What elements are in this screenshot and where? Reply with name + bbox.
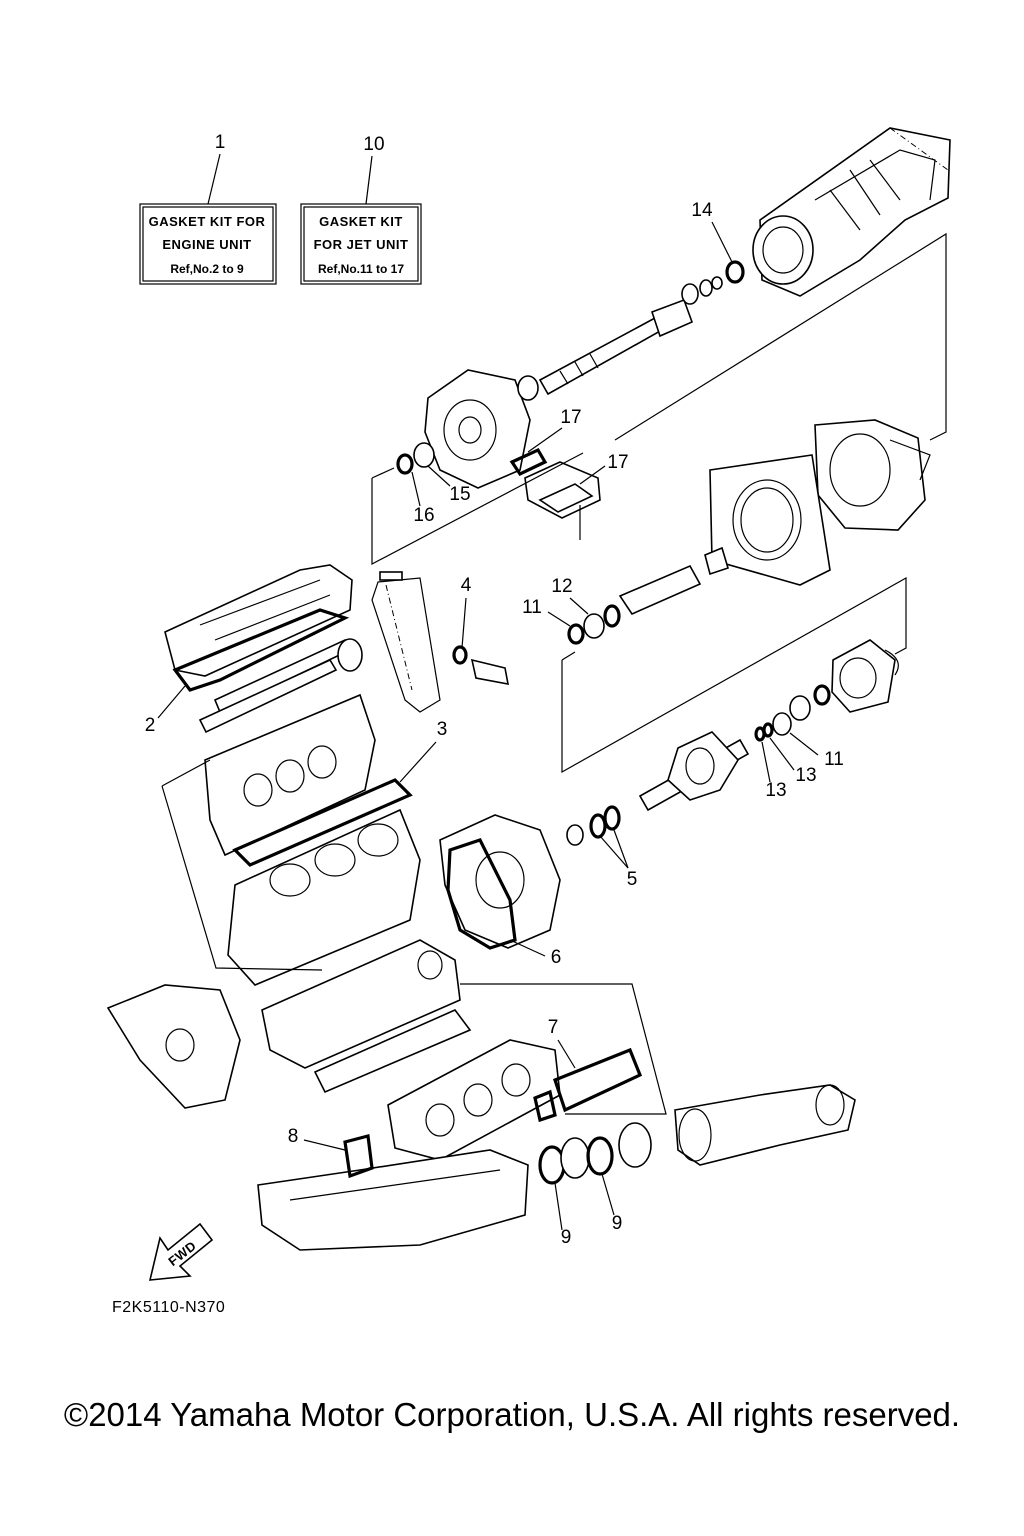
callout-5[interactable]: 5 [627, 869, 638, 890]
callout-10[interactable]: 10 [363, 134, 384, 155]
bearing-15 [413, 442, 435, 468]
callout-11a[interactable]: 11 [522, 597, 542, 618]
callout-15[interactable]: 15 [449, 484, 470, 505]
cylinder-head [204, 693, 376, 857]
crankcase-lower [261, 939, 472, 1094]
exhaust-pipe [257, 1149, 529, 1251]
cam-chain [371, 571, 441, 713]
intake-grate-plate [524, 461, 601, 540]
impeller-shaft [538, 276, 723, 396]
bearing-housing [831, 639, 896, 713]
seal-5a [566, 824, 584, 846]
o-ring-13b [754, 726, 766, 742]
callout-11b[interactable]: 11 [824, 749, 844, 770]
valve-cover [164, 564, 353, 677]
seal-5c [603, 805, 621, 831]
oil-seal-16 [396, 453, 414, 475]
callout-4[interactable]: 4 [461, 575, 472, 596]
muffler-hose [674, 1084, 856, 1166]
drive-coupling-shaft [638, 731, 750, 812]
manifold-gasket-7 [533, 1047, 643, 1123]
side-cover [106, 984, 241, 1109]
callout-16[interactable]: 16 [413, 505, 434, 526]
kit-engine-line-2: ENGINE UNIT [162, 237, 251, 252]
cover-gasket-6 [446, 838, 517, 950]
oil-seal-11b-ring [813, 684, 831, 706]
callout-13b[interactable]: 13 [765, 780, 786, 801]
callout-2[interactable]: 2 [145, 715, 156, 736]
exhaust-gasket-9b [586, 1136, 614, 1176]
kit-engine-line-1: GASKET KIT FOR [149, 214, 266, 229]
head-gasket-3 [232, 778, 413, 867]
callout-14[interactable]: 14 [691, 200, 713, 221]
kit-jet-line-1: GASKET KIT [319, 214, 403, 229]
exhaust-flange [560, 1137, 590, 1179]
camshafts [198, 638, 363, 734]
callout-9b[interactable]: 9 [612, 1213, 623, 1234]
gasket-17a [509, 447, 548, 477]
intermediate-housing [814, 419, 931, 531]
exhaust-ring [618, 1122, 652, 1168]
callout-7[interactable]: 7 [548, 1017, 559, 1038]
cylinder-block [227, 808, 421, 986]
kit-jet-line-2: FOR JET UNIT [314, 237, 409, 252]
chain-tensioner [452, 645, 510, 686]
drive-shaft-tube [618, 564, 702, 616]
callout-13a[interactable]: 13 [795, 765, 816, 786]
callout-8[interactable]: 8 [288, 1126, 299, 1147]
clamp [704, 546, 729, 576]
callout-1[interactable]: 1 [215, 132, 226, 153]
oil-seal-11a [567, 623, 585, 645]
pump-housing [424, 369, 539, 489]
callout-6[interactable]: 6 [551, 947, 562, 968]
kit-label-jet[interactable]: GASKET KIT FOR JET UNIT Ref,No.11 to 17 [300, 203, 422, 285]
bearing-12 [583, 613, 605, 639]
callout-17a[interactable]: 17 [560, 407, 581, 428]
seal-5b [589, 813, 607, 839]
callout-9a[interactable]: 9 [561, 1227, 572, 1248]
circlip-right [789, 695, 811, 721]
callout-12[interactable]: 12 [551, 576, 572, 597]
diagram-code: F2K5110-N370 [112, 1299, 225, 1316]
oil-seal-11b [772, 712, 792, 736]
fwd-direction-arrow: FWD [148, 1222, 214, 1281]
valve-cover-gasket-2 [172, 608, 350, 692]
exhaust-gasket-9a [538, 1145, 566, 1185]
engine-mount-plate [709, 454, 831, 586]
jet-nozzle-assembly [752, 127, 951, 297]
kit-label-engine[interactable]: GASKET KIT FOR ENGINE UNIT Ref,No.2 to 9 [139, 203, 277, 285]
callout-17b[interactable]: 17 [607, 452, 628, 473]
kit-engine-line-3: Ref,No.2 to 9 [170, 262, 244, 276]
kit-jet-line-3: Ref,No.11 to 17 [318, 262, 404, 276]
callout-3[interactable]: 3 [437, 719, 448, 740]
o-ring-14 [725, 260, 745, 284]
snap-ring [884, 649, 899, 676]
circlip [603, 604, 621, 628]
exhaust-gasket-8 [343, 1133, 374, 1179]
copyright-notice: ©2014 Yamaha Motor Corporation, U.S.A. A… [63, 1396, 961, 1433]
